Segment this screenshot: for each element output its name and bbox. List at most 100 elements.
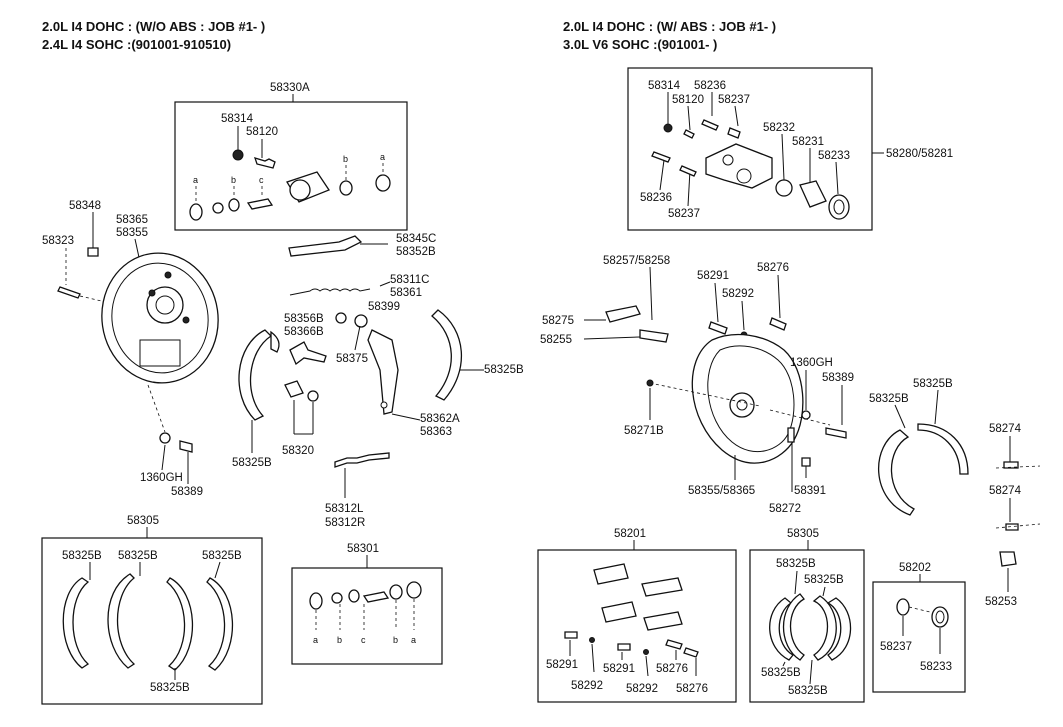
repair-kit-title: 58301 xyxy=(347,543,379,555)
left-kit-label-4: 58325B xyxy=(150,682,190,694)
repair-key-b2: b xyxy=(393,635,398,645)
left-kit-label-2: 58325B xyxy=(118,550,158,562)
label-58325B-left-shoe: 58325B xyxy=(232,457,272,469)
label-58237-top: 58237 xyxy=(718,94,750,106)
repair-kit-box xyxy=(291,567,443,665)
label-58399: 58399 xyxy=(368,301,400,313)
right-header-line1: 2.0L I4 DOHC : (W/ ABS : JOB #1- ) xyxy=(563,19,776,34)
repair-kit-group: 58301 a b c b a xyxy=(291,543,443,665)
label-58237-bottom: 58237 xyxy=(668,208,700,220)
pad-kit-label-5: 58276 xyxy=(656,663,688,675)
right-kit-label-3: 58325B xyxy=(761,667,801,679)
repair-key-c1: c xyxy=(361,635,366,645)
label-58312R: 58312R xyxy=(325,517,365,529)
label-58362A: 58362A xyxy=(420,413,460,425)
label-58348: 58348 xyxy=(69,200,101,212)
backing-plate-group: 58348 58365 58355 58323 1360GH 58389 xyxy=(42,200,219,498)
label-58314-left: 58314 xyxy=(221,113,254,125)
label-58291-right: 58291 xyxy=(697,270,729,282)
key-c1: c xyxy=(259,175,264,185)
label-58255: 58255 xyxy=(540,334,572,346)
label-58253: 58253 xyxy=(985,596,1017,608)
key-b2: b xyxy=(343,154,348,164)
label-58276-right: 58276 xyxy=(757,262,789,274)
label-58361: 58361 xyxy=(390,287,422,299)
label-58325B-right-shoe: 58325B xyxy=(484,364,524,376)
label-58330A: 58330A xyxy=(270,82,310,94)
caliper-group: 58314 58236 58120 58237 58232 58231 5823… xyxy=(627,67,953,231)
label-58391: 58391 xyxy=(794,485,826,497)
label-58292-right: 58292 xyxy=(722,288,754,300)
caliper-box xyxy=(627,67,873,231)
left-kit-label-3: 58325B xyxy=(202,550,242,562)
right-shoe-kit-box xyxy=(749,549,865,703)
seal-kit-box xyxy=(872,581,966,693)
wheel-cylinder-group: 58330A 58314 58120 a b c b a xyxy=(174,82,408,231)
repair-key-b1: b xyxy=(337,635,342,645)
label-58231: 58231 xyxy=(792,136,824,148)
left-header-line1: 2.0L I4 DOHC : (W/O ABS : JOB #1- ) xyxy=(42,19,265,34)
left-kit-label-1: 58325B xyxy=(62,550,102,562)
pad-kit-group: 58201 58291 58292 58291 58292 58276 5827… xyxy=(537,528,737,703)
label-58366B: 58366B xyxy=(284,326,324,338)
label-1360GH-left: 1360GH xyxy=(140,472,183,484)
pad-kit-box xyxy=(537,549,737,703)
label-58232: 58232 xyxy=(763,122,795,134)
label-58389-right: 58389 xyxy=(822,372,854,384)
label-58325B-r2: 58325B xyxy=(869,393,909,405)
pad-kit-label-2: 58292 xyxy=(571,680,603,692)
key-b1: b xyxy=(231,175,236,185)
label-58320: 58320 xyxy=(282,445,314,457)
label-58275: 58275 xyxy=(542,315,574,327)
seal-kit-label-1: 58237 xyxy=(880,641,912,653)
left-shoe-kit-group: 58305 58325B 58325B 58325B 58325B xyxy=(41,515,263,705)
label-58355-58365: 58355/58365 xyxy=(688,485,755,497)
label-58325B-r1: 58325B xyxy=(913,378,953,390)
seal-kit-group: 58202 58237 58233 xyxy=(872,562,966,693)
label-58375: 58375 xyxy=(336,353,368,365)
left-header-line2: 2.4L I4 SOHC :(901001-910510) xyxy=(42,37,231,52)
label-58280-58281: 58280/58281 xyxy=(886,148,953,160)
right-kit-label-1: 58325B xyxy=(776,558,816,570)
label-58323: 58323 xyxy=(42,235,74,247)
label-58272: 58272 xyxy=(769,503,801,515)
label-58257-58258: 58257/58258 xyxy=(603,255,670,267)
label-58236-bottom: 58236 xyxy=(640,192,672,204)
right-header-line2: 3.0L V6 SOHC :(901001- ) xyxy=(563,37,717,52)
pad-kit-label-1: 58291 xyxy=(546,659,578,671)
pad-kit-label-4: 58292 xyxy=(626,683,658,695)
seal-kit-title: 58202 xyxy=(899,562,931,574)
label-58311C: 58311C xyxy=(390,274,429,286)
repair-key-a2: a xyxy=(411,635,416,645)
label-58233: 58233 xyxy=(818,150,850,162)
wheel-cylinder-box xyxy=(174,101,408,231)
key-a1: a xyxy=(193,175,198,185)
pad-kit-label-6: 58276 xyxy=(676,683,708,695)
label-58363: 58363 xyxy=(420,426,452,438)
label-58120-right: 58120 xyxy=(672,94,704,106)
label-58355: 58355 xyxy=(116,227,148,239)
right-backing-plate-group: 58257/58258 58275 58255 58291 58292 5827… xyxy=(540,255,854,515)
label-58345C: 58345C xyxy=(396,233,436,245)
label-58120-left: 58120 xyxy=(246,126,278,138)
pad-kit-title: 58201 xyxy=(614,528,646,540)
right-kit-label-4: 58325B xyxy=(788,685,828,697)
label-58389-left: 58389 xyxy=(171,486,203,498)
label-58274-b: 58274 xyxy=(989,485,1022,497)
repair-key-a1: a xyxy=(313,635,318,645)
label-58352B: 58352B xyxy=(396,246,436,258)
label-58356B: 58356B xyxy=(284,313,324,325)
label-58271B: 58271B xyxy=(624,425,664,437)
right-shoe-kit-group: 58305 58325B 58325B 58325B 58325B xyxy=(749,528,865,703)
label-58314-right: 58314 xyxy=(648,80,681,92)
left-shoe-kit-box xyxy=(41,537,263,705)
key-a2: a xyxy=(380,152,385,162)
right-shoe-kit-title: 58305 xyxy=(787,528,819,540)
seal-kit-label-2: 58233 xyxy=(920,661,952,673)
pad-kit-label-3: 58291 xyxy=(603,663,635,675)
left-shoes-group: 58325B 58325B xyxy=(232,309,524,469)
right-shoes-group: 58325B 58325B 58274 58274 58253 xyxy=(869,378,1041,608)
left-shoe-kit-title: 58305 xyxy=(127,515,159,527)
strut-spring-group: 58345C 58352B 58311C 58361 58399 58356B … xyxy=(282,233,460,529)
